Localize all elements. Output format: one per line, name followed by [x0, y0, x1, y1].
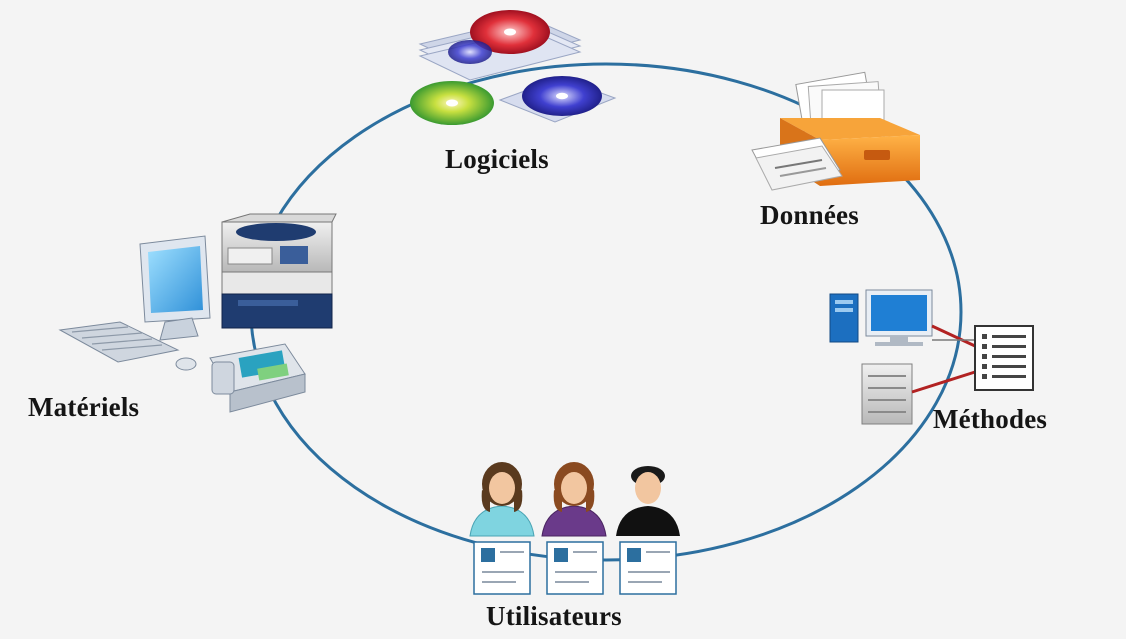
node-label-donnees: Données — [760, 200, 859, 230]
file-drawer-icon — [751, 71, 920, 191]
procedure-checklist-icon — [829, 289, 1034, 425]
node-label-methodes: Méthodes — [933, 404, 1048, 434]
node-label-materiels: Matériels — [28, 392, 140, 422]
node-label-logiciels: Logiciels — [445, 144, 549, 174]
computer-hardware-icon — [58, 213, 337, 413]
users-icon — [469, 462, 680, 595]
node-label-utilisateurs: Utilisateurs — [486, 601, 622, 631]
software-discs-icon — [410, 10, 617, 125]
